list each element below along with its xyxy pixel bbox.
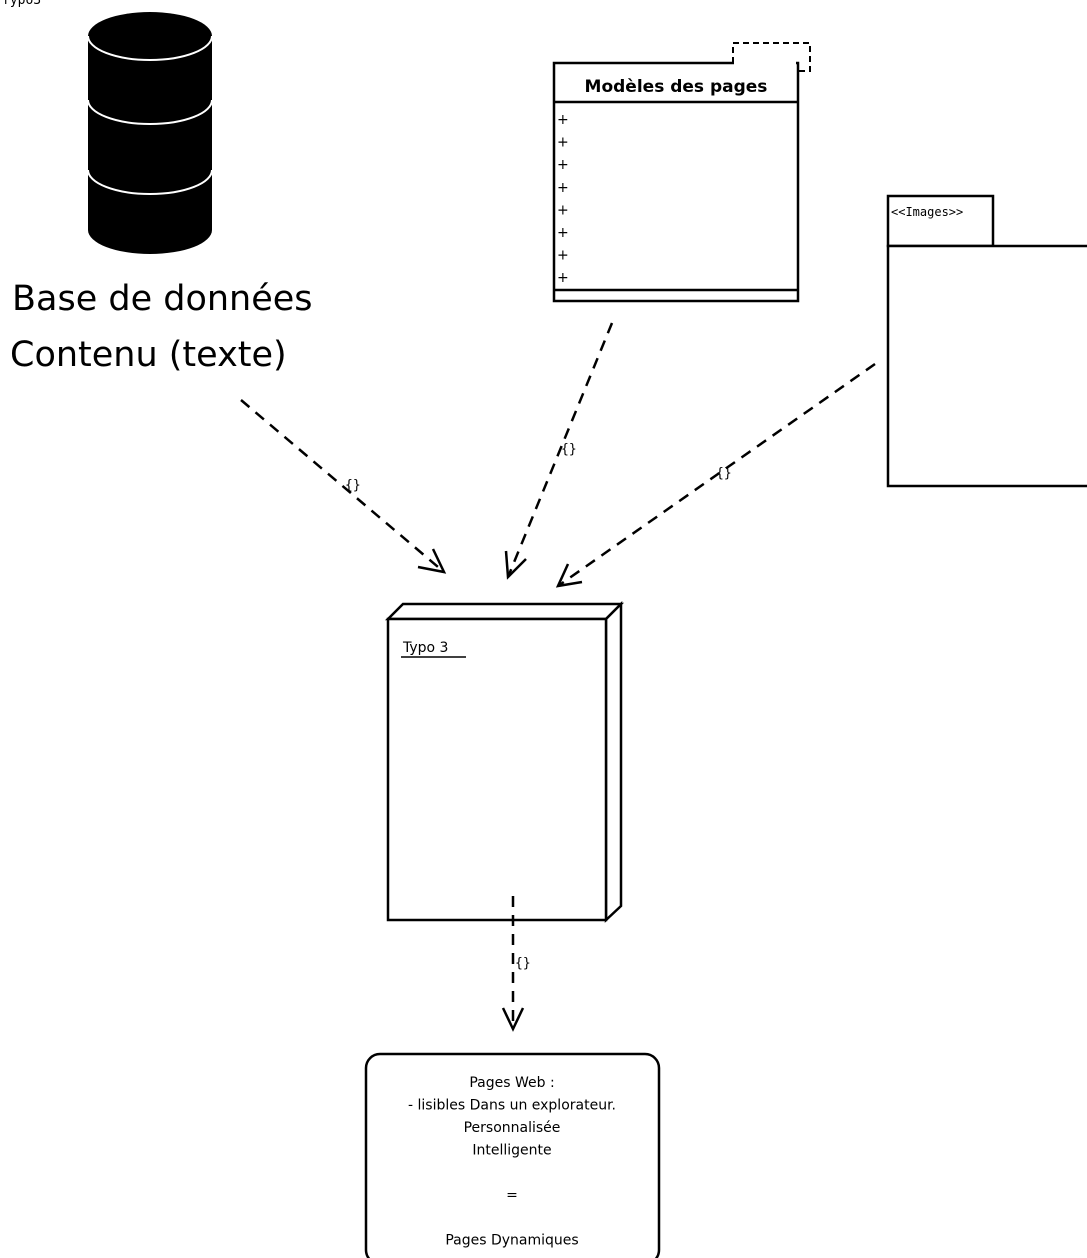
dependency-arrow-templates (504, 322, 614, 580)
pages-web-line-8: Pages Dynamiques (445, 1233, 578, 1249)
typo3-node (384, 600, 625, 923)
templates-attribute-6: + (557, 225, 569, 241)
dependency-label-templates: {} (561, 442, 577, 457)
templates-attribute-2: + (557, 135, 569, 151)
corner-text: fypo3 (2, 0, 41, 8)
images-stereotype: <<Images>> (891, 205, 963, 219)
templates-title: Modèles des pages (585, 77, 768, 97)
pages-web-line-4: Intelligente (472, 1143, 551, 1159)
pages-web-box (364, 1052, 661, 1258)
templates-attribute-8: + (557, 270, 569, 286)
dependency-arrow-output (501, 896, 525, 1032)
dependency-label-output: {} (515, 956, 531, 971)
database-icon (87, 12, 213, 254)
database-label-line2: Contenu (texte) (10, 335, 287, 375)
pages-web-text: Pages Web : - lisibles Dans un explorateu… (408, 1075, 616, 1249)
templates-attribute-list: + + + + + + + + (557, 112, 569, 286)
templates-attribute-1: + (557, 112, 569, 128)
dependency-label-images: {} (716, 466, 732, 481)
templates-class-box (552, 42, 811, 303)
dependency-label-database: {} (345, 478, 361, 493)
templates-attribute-5: + (557, 202, 569, 218)
pages-web-line-3: Personnalisée (464, 1120, 561, 1136)
templates-attribute-4: + (557, 180, 569, 196)
dependency-arrow-images (555, 362, 876, 588)
dependency-arrow-database (240, 399, 447, 574)
templates-attribute-7: + (557, 248, 569, 264)
database-label-line1: Base de données (12, 279, 313, 319)
typo3-label: Typo 3 (402, 640, 448, 656)
images-package (886, 194, 1087, 488)
templates-attribute-3: + (557, 157, 569, 173)
pages-web-line-1: Pages Web : (469, 1075, 554, 1091)
pages-web-line-6: = (506, 1188, 518, 1204)
pages-web-line-2: - lisibles Dans un explorateur. (408, 1098, 616, 1114)
